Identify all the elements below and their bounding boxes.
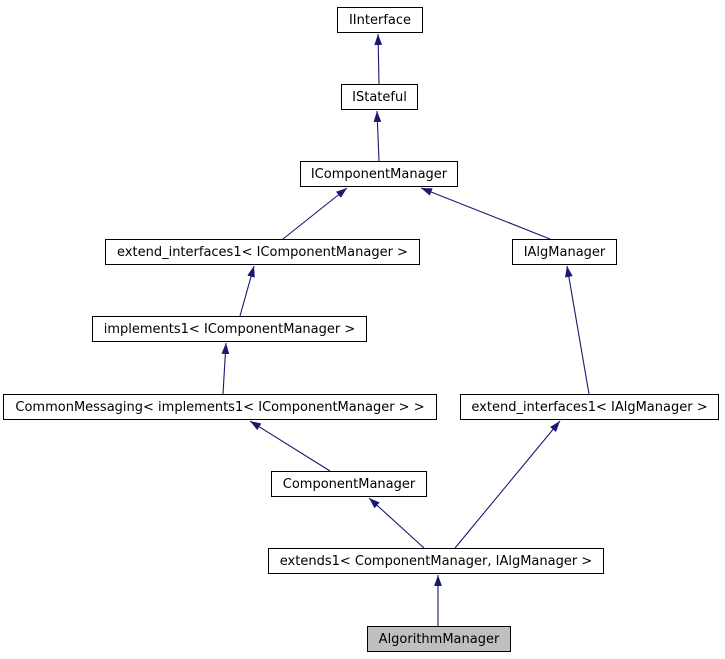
inheritance-edge-istateful-to-iinterface bbox=[374, 33, 383, 85]
inheritance-edge-implements1-icomponentmanager-to-extend-interfaces1-icomponentmanager bbox=[239, 265, 255, 317]
class-node-ialgmanager[interactable]: IAlgManager bbox=[512, 239, 617, 265]
inheritance-edge-extend-interfaces1-icomponentmanager-to-icomponentmanager bbox=[282, 187, 348, 240]
class-node-commonmessaging-implements1[interactable]: CommonMessaging< implements1< IComponent… bbox=[3, 394, 437, 420]
class-node-icomponentmanager[interactable]: IComponentManager bbox=[300, 161, 458, 187]
class-node-extend-interfaces1-icomponentmanager[interactable]: extend_interfaces1< IComponentManager > bbox=[105, 239, 420, 265]
inheritance-edge-ialgmanager-to-icomponentmanager bbox=[420, 187, 551, 240]
inheritance-edge-extends1-componentmanager-ialgmanager-to-extend-interfaces1-ialgmanager bbox=[454, 420, 561, 549]
inheritance-edge-icomponentmanager-to-istateful bbox=[373, 110, 382, 162]
inheritance-edge-extend-interfaces1-ialgmanager-to-ialgmanager bbox=[565, 265, 590, 395]
inheritance-edge-commonmessaging-implements1-to-implements1-icomponentmanager bbox=[221, 342, 230, 395]
class-node-implements1-icomponentmanager[interactable]: implements1< IComponentManager > bbox=[92, 316, 367, 342]
class-node-algorithmmanager: AlgorithmManager bbox=[367, 626, 511, 652]
class-node-extends1-componentmanager-ialgmanager[interactable]: extends1< ComponentManager, IAlgManager … bbox=[268, 548, 604, 574]
inheritance-edge-componentmanager-to-commonmessaging-implements1 bbox=[249, 420, 331, 472]
class-node-istateful[interactable]: IStateful bbox=[341, 84, 418, 110]
class-node-componentmanager[interactable]: ComponentManager bbox=[271, 471, 427, 497]
inheritance-edge-extends1-componentmanager-ialgmanager-to-componentmanager bbox=[368, 497, 425, 549]
class-node-iinterface[interactable]: IInterface bbox=[337, 7, 423, 33]
class-node-extend-interfaces1-ialgmanager[interactable]: extend_interfaces1< IAlgManager > bbox=[460, 394, 719, 420]
